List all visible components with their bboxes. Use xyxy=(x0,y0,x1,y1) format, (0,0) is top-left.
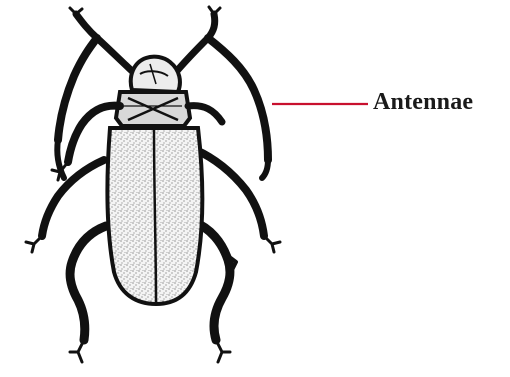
beetle-elytra xyxy=(107,128,202,304)
beetle-head xyxy=(131,57,180,92)
antennae-label: Antennae xyxy=(373,89,473,116)
beetle-thorax xyxy=(116,92,190,126)
